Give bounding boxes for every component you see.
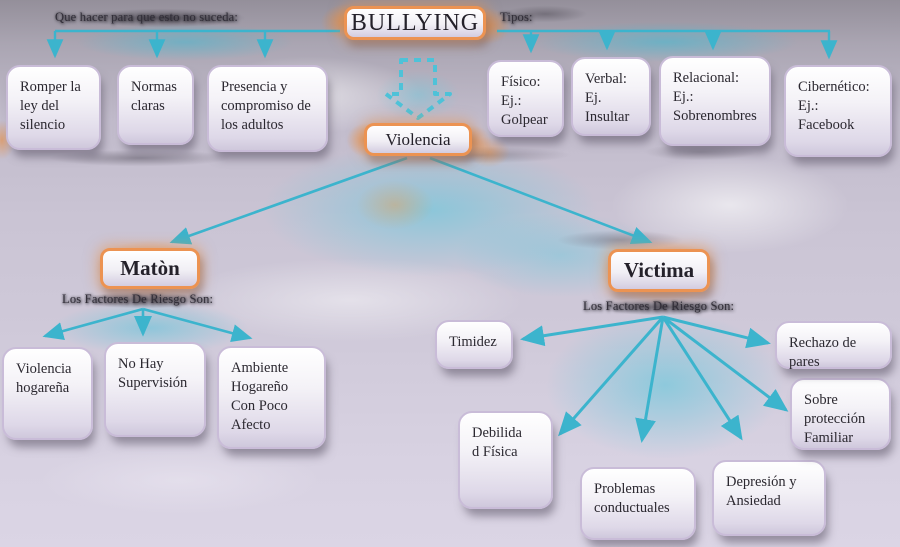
type-item-verbal: Verbal: Ej. Insultar [571, 57, 651, 136]
bully-risk-item-no-supervision: No Hay Supervisión [104, 342, 206, 437]
types-heading: Tipos: [500, 10, 533, 24]
node-maton: Matòn [100, 248, 200, 289]
node-violencia: Violencia [364, 123, 472, 156]
type-item-fisico: Físico: Ej.: Golpear [487, 60, 564, 137]
victim-risk-item-timidez: Timidez [435, 320, 513, 369]
node-victima: Victima [608, 249, 710, 292]
type-item-relacional: Relacional: Ej.: Sobrenombres [659, 56, 771, 146]
violencia-branch-arrows [169, 156, 653, 245]
victim-risk-fan-arrows [520, 315, 789, 443]
victim-risk-item-depresion: Depresión y Ansiedad [712, 460, 826, 536]
victim-risk-item-rechazo: Rechazo de pares [775, 321, 892, 370]
victim-risk-item-debilidad: Debilida d Física [458, 411, 553, 509]
victim-risk-heading: Los Factores De Riesgo Son: [583, 299, 735, 313]
bully-risk-item-ambiente: Ambiente Hogareño Con Poco Afecto [217, 346, 326, 449]
victim-risk-item-sobreproteccion: Sobre protección Familiar [790, 378, 891, 450]
bully-risk-heading: Los Factores De Riesgo Son: [62, 292, 214, 306]
bully-risk-item-violencia-hogarena: Violencia hogareña [2, 347, 93, 440]
bully-risk-fan-arrows [42, 307, 253, 343]
node-bullying: BULLYING [344, 6, 486, 40]
prevention-item-silence: Romper la ley del silencio [6, 65, 101, 150]
victim-risk-item-problemas: Problemas conductuales [580, 467, 696, 540]
prevention-bracket-arrows [46, 29, 340, 59]
types-bracket-arrows [497, 29, 838, 60]
bullying-to-violencia-dashed-arrow [384, 58, 452, 120]
prevention-item-rules: Normas claras [117, 65, 194, 145]
type-item-cibernetico: Cibernético: Ej.: Facebook [784, 65, 892, 157]
prevention-heading: Que hacer para que esto no suceda: [55, 10, 239, 24]
prevention-item-adults: Presencia y compromiso de los adultos [207, 65, 328, 152]
